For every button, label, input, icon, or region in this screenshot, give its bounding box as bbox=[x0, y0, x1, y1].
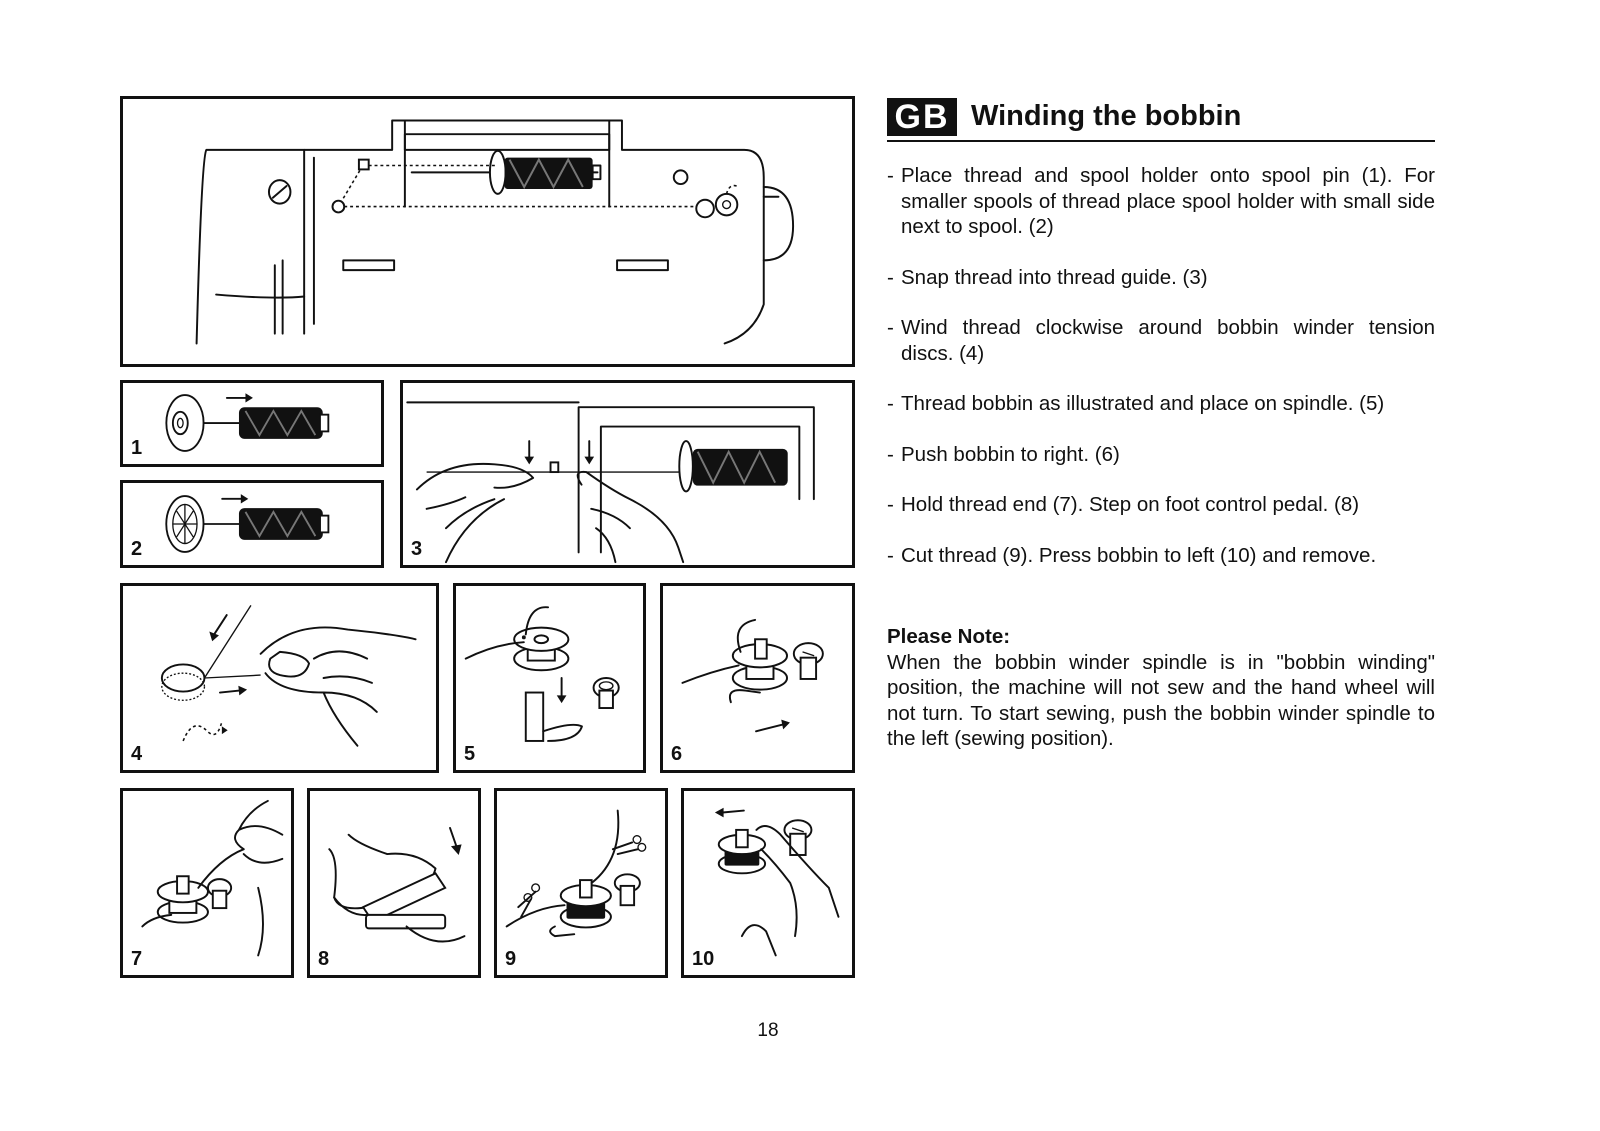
step-2: Snap thread into thread guide. (3) bbox=[887, 265, 1435, 291]
step-5: Push bobbin to right. (6) bbox=[887, 442, 1435, 468]
cut-thread-scissors-drawing bbox=[505, 809, 647, 938]
note-body: When the bobbin winder spindle is in "bo… bbox=[887, 650, 1435, 751]
step-1: Place thread and spool holder onto spool… bbox=[887, 163, 1435, 240]
step-7: Cut thread (9). Press bobbin to left (10… bbox=[887, 543, 1435, 569]
figure-5-thread-bobbin: 5 bbox=[453, 583, 646, 773]
figure-6-label: 6 bbox=[671, 743, 683, 765]
spool-holder-small-drawing bbox=[165, 494, 330, 553]
tension-disc-winding-drawing bbox=[160, 605, 417, 747]
figure-4-tension-discs: 4 bbox=[120, 583, 439, 773]
foot-on-pedal-drawing bbox=[328, 827, 466, 943]
hold-thread-end-drawing bbox=[141, 799, 284, 957]
figure-3-thread-guide: 3 bbox=[400, 380, 855, 568]
page-title: Winding the bobbin bbox=[971, 100, 1242, 132]
figure-5-label: 5 bbox=[464, 743, 476, 765]
figure-4-label: 4 bbox=[131, 743, 143, 765]
figure-9-label: 9 bbox=[505, 948, 517, 970]
figure-8-foot-pedal: 8 bbox=[307, 788, 481, 978]
figure-9-cut-thread: 9 bbox=[494, 788, 668, 978]
figure-8-label: 8 bbox=[318, 948, 330, 970]
sewing-machine-top-view-drawing bbox=[195, 119, 795, 345]
step-4: Thread bobbin as illustrated and place o… bbox=[887, 391, 1435, 417]
instruction-steps: Place thread and spool holder onto spool… bbox=[887, 163, 1435, 593]
spool-holder-large-drawing bbox=[165, 393, 330, 452]
page-number: 18 bbox=[757, 1020, 779, 1041]
bobbin-on-spindle-drawing bbox=[464, 606, 620, 742]
figure-1-label: 1 bbox=[131, 437, 143, 459]
language-badge: GB bbox=[887, 98, 957, 136]
figure-2-label: 2 bbox=[131, 538, 143, 560]
thread-guide-hands-drawing bbox=[406, 401, 815, 564]
figure-1-spool-holder-large: 1 bbox=[120, 380, 384, 467]
remove-bobbin-drawing bbox=[714, 807, 840, 957]
note-title: Please Note: bbox=[887, 625, 1011, 648]
machine-top-illustration bbox=[120, 96, 855, 367]
please-note: Please Note: When the bobbin winder spin… bbox=[887, 624, 1435, 752]
step-3: Wind thread clockwise around bobbin wind… bbox=[887, 315, 1435, 366]
figure-7-label: 7 bbox=[131, 948, 143, 970]
figure-6-push-bobbin-right: 6 bbox=[660, 583, 855, 773]
bobbin-pushed-right-drawing bbox=[681, 618, 824, 733]
figure-7-hold-thread-end: 7 bbox=[120, 788, 294, 978]
figure-3-label: 3 bbox=[411, 538, 423, 560]
section-header: GB Winding the bobbin bbox=[887, 96, 1435, 142]
figure-10-label: 10 bbox=[692, 948, 715, 970]
figure-2-spool-holder-small: 2 bbox=[120, 480, 384, 568]
figure-10-remove-bobbin: 10 bbox=[681, 788, 855, 978]
step-6: Hold thread end (7). Step on foot contro… bbox=[887, 492, 1435, 518]
